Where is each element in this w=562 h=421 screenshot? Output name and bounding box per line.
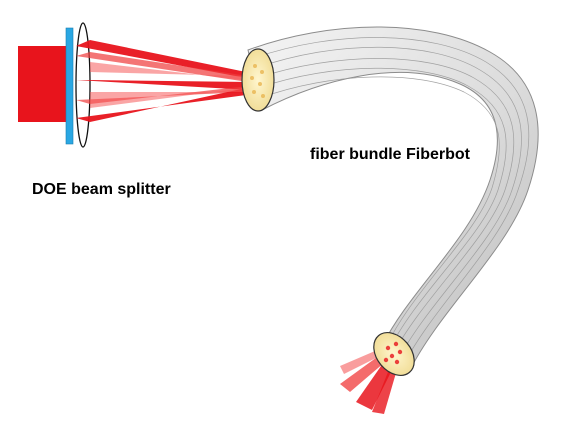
doe-splitter-plate bbox=[65, 27, 74, 145]
exit-fiber-cores bbox=[383, 341, 403, 365]
laser-beam bbox=[18, 46, 72, 122]
split-beams bbox=[76, 40, 250, 122]
fiber-bundle-label: fiber bundle Fiberbot bbox=[310, 146, 470, 163]
entrance-fiber-cores bbox=[250, 64, 265, 98]
fiber-entrance-face bbox=[241, 48, 275, 112]
fiber-strands bbox=[253, 37, 530, 365]
fiber-exit-face bbox=[373, 332, 415, 376]
doe-beam-splitter-label: DOE beam splitter bbox=[32, 181, 171, 198]
